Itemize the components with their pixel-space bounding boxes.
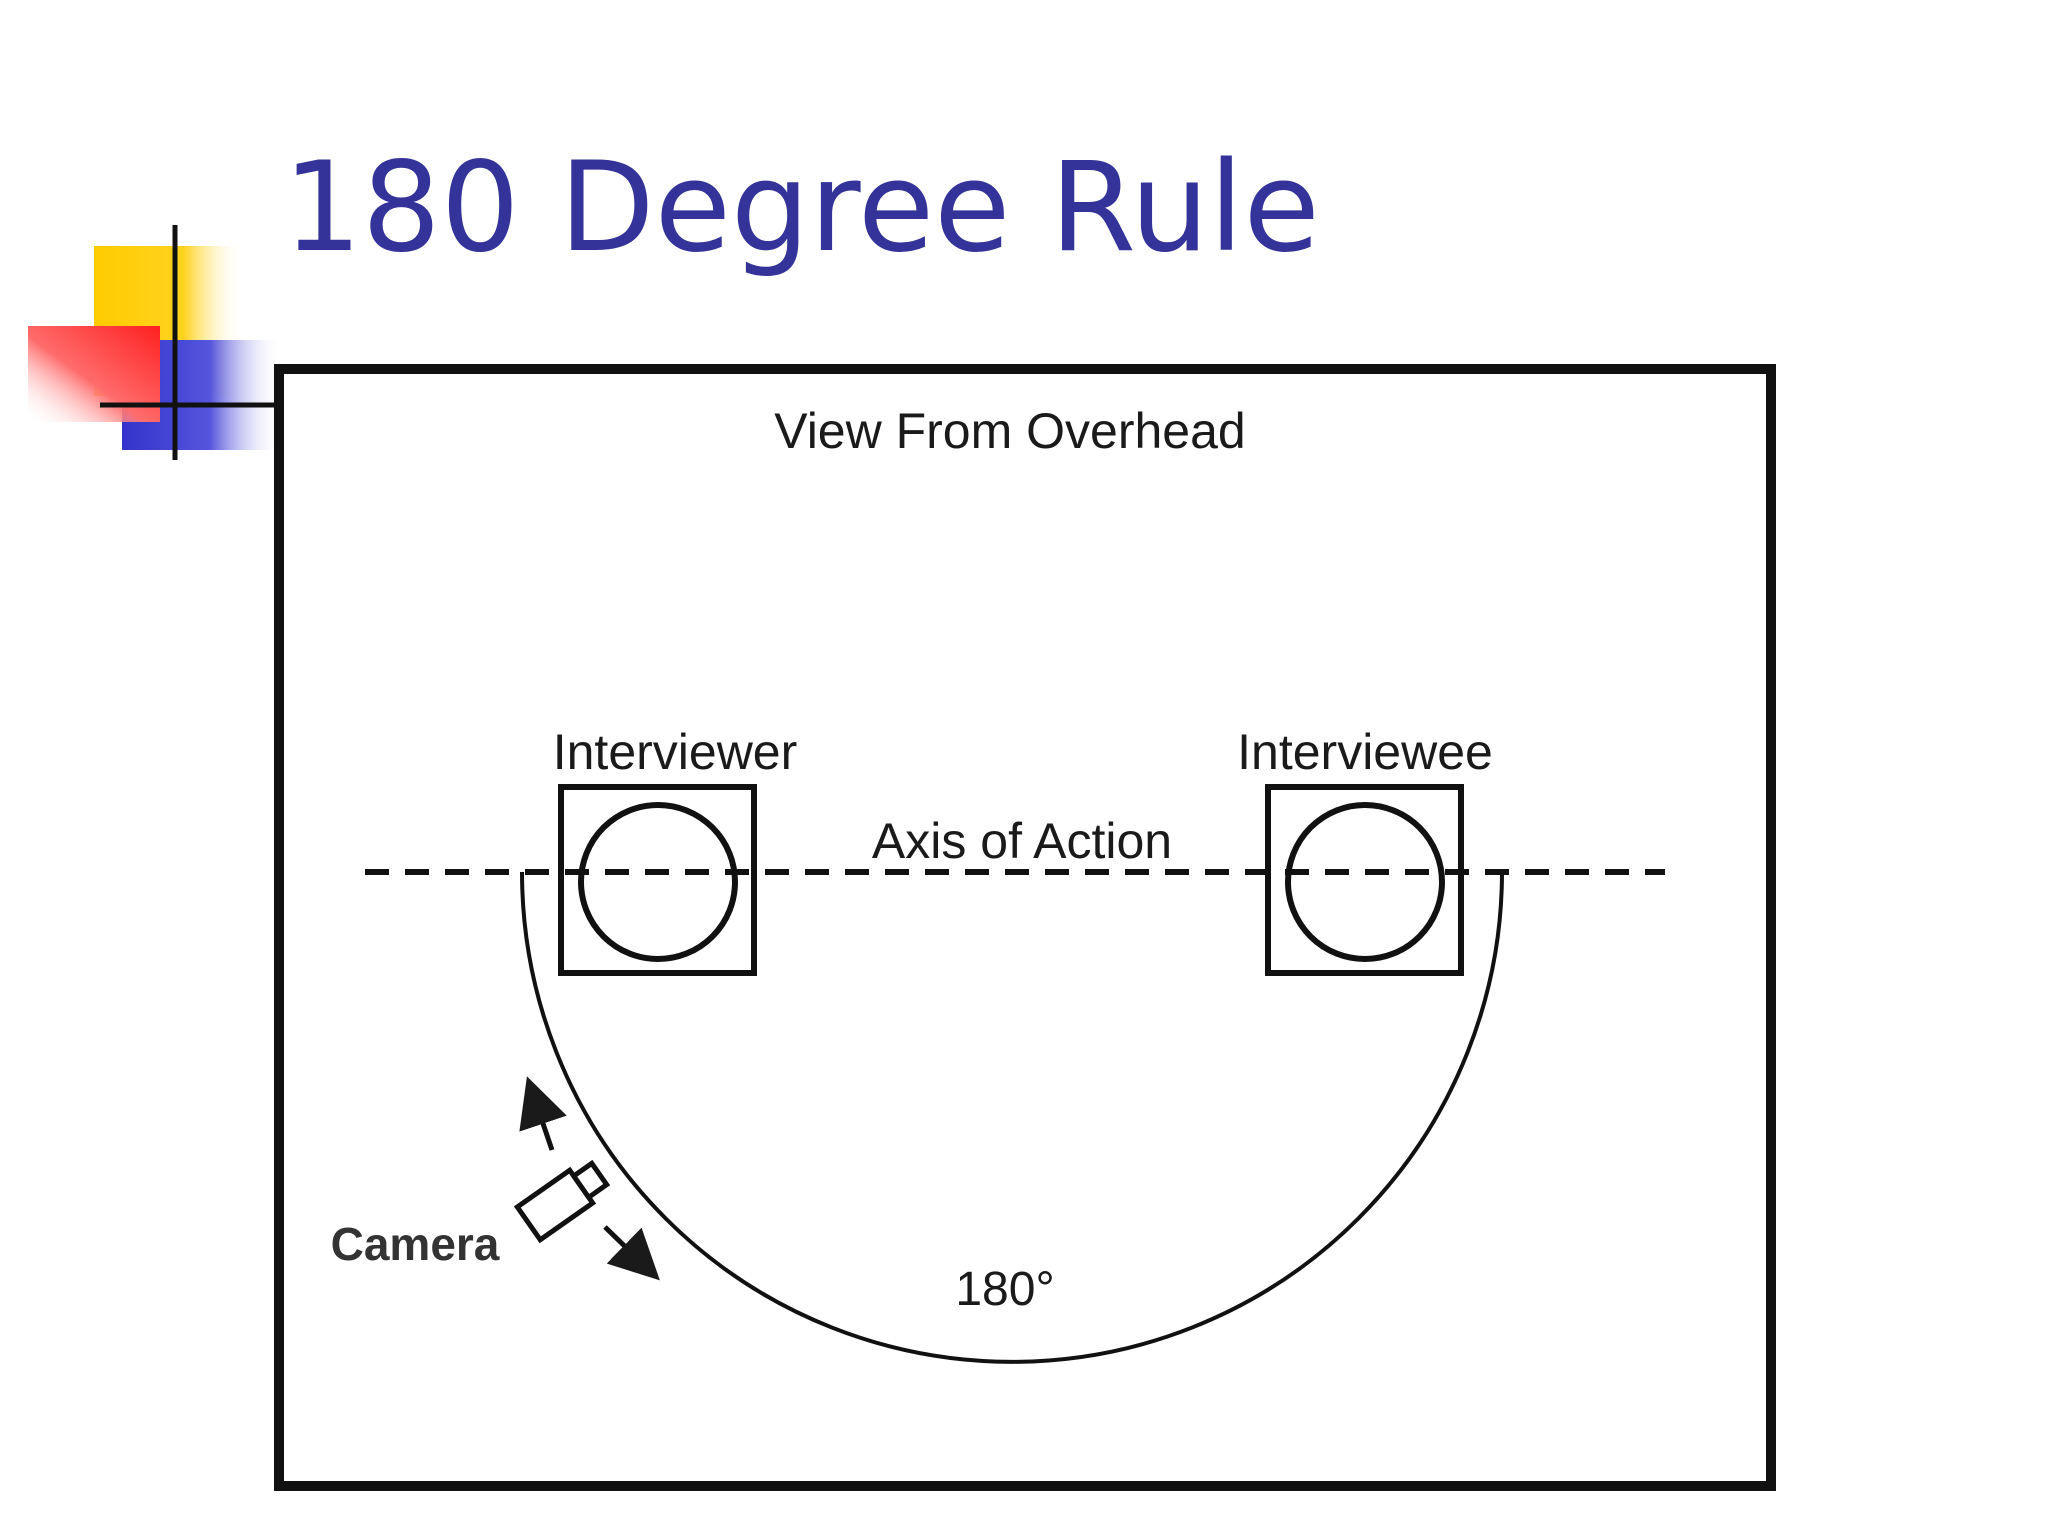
diagram-frame xyxy=(274,364,1776,1491)
diagram-heading: View From Overhead xyxy=(774,403,1245,459)
overhead-diagram: View From Overhead Interviewer Interview… xyxy=(274,364,1776,1491)
camera-icon xyxy=(513,1159,611,1244)
slide-title: 180 Degree Rule xyxy=(283,136,1320,280)
slide-logo xyxy=(28,225,290,460)
camera-arc xyxy=(520,871,1504,1364)
interviewer-label: Interviewer xyxy=(553,724,798,780)
angle-label: 180° xyxy=(955,1263,1054,1316)
interviewer-symbol xyxy=(558,784,757,976)
camera-label: Camera xyxy=(331,1218,500,1270)
interviewee-symbol xyxy=(1265,784,1464,976)
interviewee-label: Interviewee xyxy=(1237,724,1493,780)
logo-red-square xyxy=(28,326,160,422)
camera-arrow-down-icon xyxy=(603,1225,660,1281)
camera-arrow-up-icon xyxy=(519,1076,567,1151)
axis-of-action-label: Axis of Action xyxy=(872,813,1172,869)
